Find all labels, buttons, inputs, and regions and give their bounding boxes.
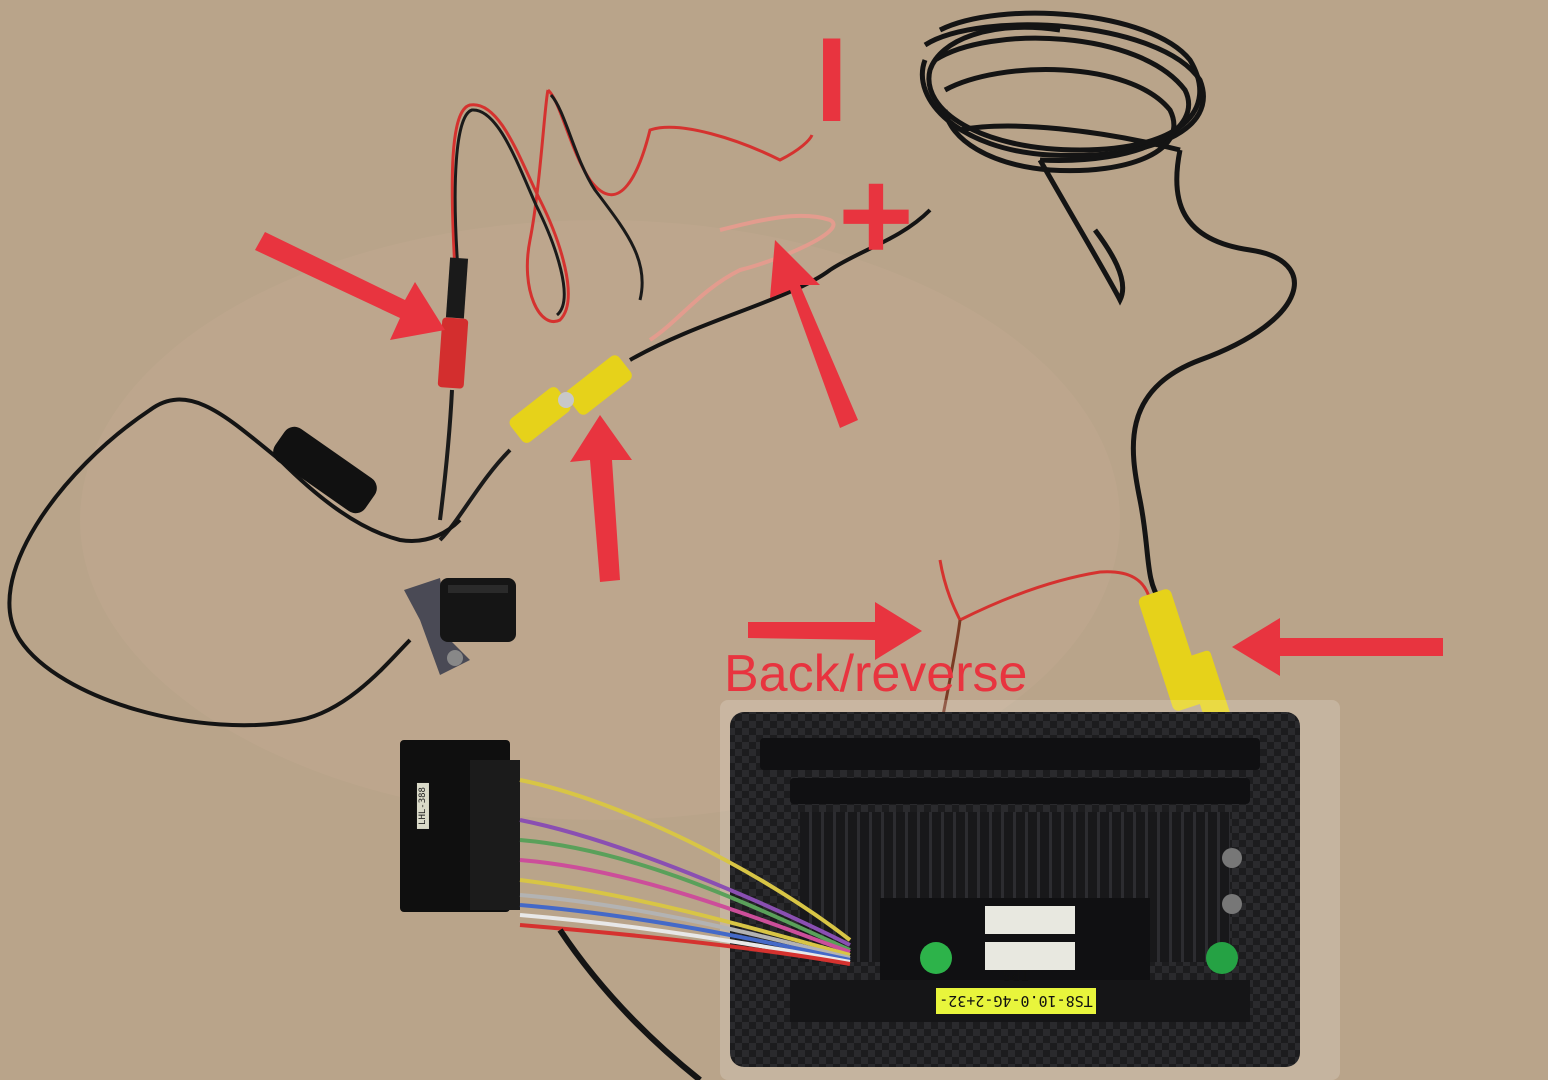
cable-coil — [919, 10, 1297, 602]
arrow-to-reverse-wire — [748, 602, 922, 660]
arrow-to-rca-right — [1232, 618, 1443, 676]
reversing-camera — [404, 578, 516, 675]
camera-cable — [7, 397, 462, 728]
video-cable — [629, 208, 932, 362]
cable-junction — [273, 426, 377, 514]
head-unit — [730, 712, 1300, 1067]
arrow-to-power-connector — [255, 232, 445, 340]
power-wire-pair — [450, 88, 836, 342]
harness-wires — [519, 778, 852, 1080]
device-sticker: TS8-10.0-4G-2+32-IPS — [936, 966, 1096, 1014]
reverse-label: Back/reverse — [724, 645, 1028, 703]
arrow-to-plus-wire — [770, 240, 858, 428]
plus-label: + — [838, 142, 914, 288]
power-connector — [437, 257, 469, 521]
plug-label: LHL-388 — [416, 783, 429, 829]
annotation-arrows — [255, 232, 1443, 676]
reverse-wire — [938, 559, 1152, 623]
minus-label: I — [815, 13, 849, 147]
harness-plug — [400, 740, 520, 912]
arrow-to-rca-pair — [570, 415, 632, 582]
